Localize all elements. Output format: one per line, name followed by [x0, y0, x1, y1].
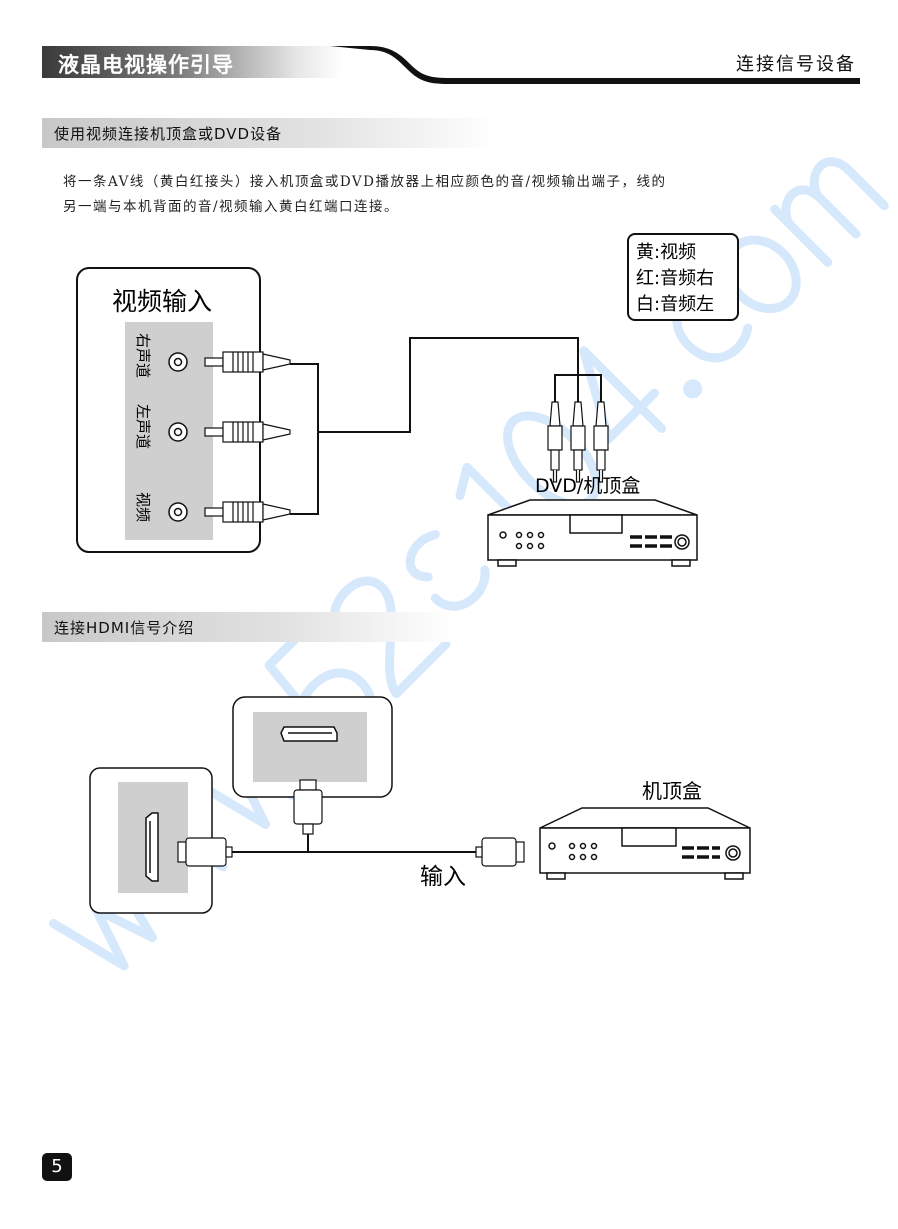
- header-title-bar: 液晶电视操作引导: [42, 46, 342, 78]
- section-title: 使用视频连接机顶盒或DVD设备: [54, 125, 283, 143]
- tv-side-hdmi-panel: [89, 696, 393, 914]
- paragraph-line: 将一条AV线（黄白红接头）接入机顶盒或DVD播放器上相应颜色的音/视频输出端子，…: [63, 174, 667, 190]
- tv-av-panel: 视频输入 右声道 左声道 视频: [76, 267, 609, 553]
- legend-yellow: 黄:视频: [636, 242, 696, 263]
- paragraph-line: 另一端与本机背面的音/视频输入黄白红端口连接。: [63, 199, 400, 215]
- header-curve: [330, 46, 860, 84]
- jack-label-video: 视频: [134, 492, 152, 522]
- page-number: 5: [42, 1153, 72, 1181]
- legend-white: 白:音频左: [636, 294, 714, 315]
- av-cable: [290, 337, 602, 515]
- rca-plugs-icon: [204, 351, 291, 523]
- header-section: 连接信号设备: [736, 54, 856, 75]
- dvd-label: DVD/机顶盒: [535, 475, 640, 497]
- hdmi-port-icon: [280, 726, 338, 742]
- av-connection-diagram: 视频输入 右声道 左声道 视频: [76, 233, 739, 567]
- hdmi-port-icon: [145, 812, 159, 882]
- input-label: 输入: [420, 864, 466, 890]
- header-title: 液晶电视操作引导: [58, 53, 234, 77]
- jack-label-right: 右声道: [134, 333, 152, 378]
- section-title: 连接HDMI信号介绍: [54, 619, 195, 637]
- panel-title: 视频输入: [112, 287, 212, 316]
- rca-plugs-device-icon: [547, 401, 609, 483]
- hdmi-connection-diagram: 输入 机顶盒: [89, 696, 751, 914]
- hdmi-cable: [232, 834, 476, 853]
- section-heading-hdmi: 连接HDMI信号介绍: [42, 612, 452, 642]
- set-top-box-icon: [539, 807, 751, 880]
- set-top-box-label: 机顶盒: [642, 779, 702, 803]
- dvd-player-icon: [487, 499, 698, 567]
- instruction-paragraph: 将一条AV线（黄白红接头）接入机顶盒或DVD播放器上相应颜色的音/视频输出端子，…: [63, 170, 667, 220]
- section-heading-av: 使用视频连接机顶盒或DVD设备: [42, 118, 497, 148]
- jack-label-left: 左声道: [134, 404, 152, 449]
- color-legend: 黄:视频 红:音频右 白:音频左: [627, 233, 739, 321]
- legend-red: 红:音频右: [636, 268, 714, 289]
